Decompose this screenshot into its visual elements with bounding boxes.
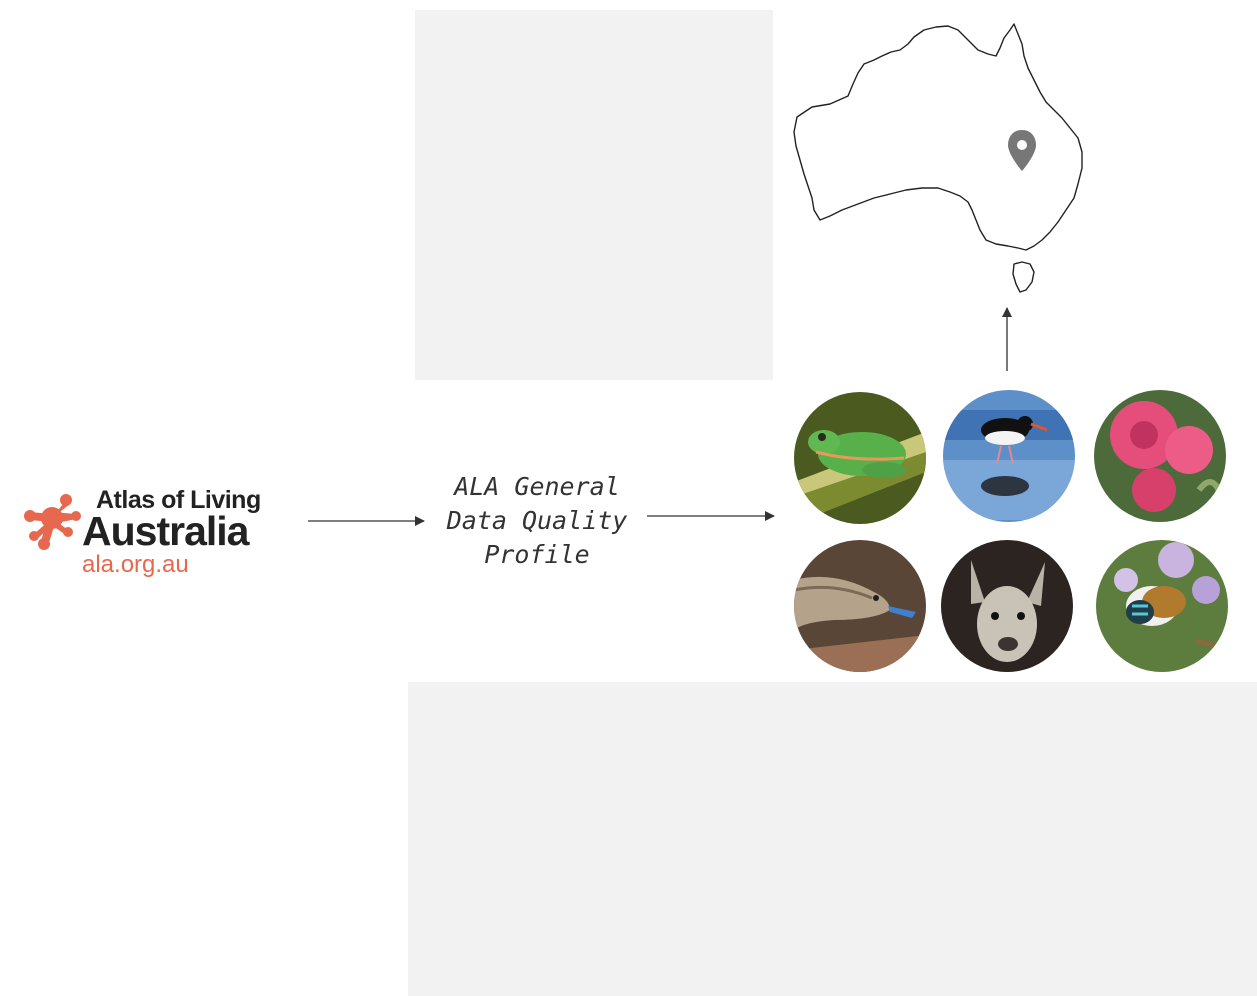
profile-label-line-2: Data Quality xyxy=(446,506,628,535)
top-panel xyxy=(415,10,773,380)
blue-banded-bee-photo xyxy=(1096,540,1228,672)
tasmania-outline-icon xyxy=(1012,261,1035,293)
ala-logo-mark-icon xyxy=(24,494,81,550)
logo-line-australia: Australia xyxy=(82,508,249,554)
profile-label-line-3: Profile xyxy=(484,540,590,569)
data-quality-profile-label: ALA General Data Quality Profile xyxy=(432,470,642,572)
bottom-panel xyxy=(408,682,1257,996)
location-pin-icon xyxy=(1008,130,1036,171)
ala-logo: Atlas of Living Australia ala.org.au xyxy=(22,484,282,584)
australia-outline-icon xyxy=(793,23,1083,251)
oystercatcher-photo xyxy=(943,390,1075,522)
frog-photo xyxy=(794,392,926,524)
blue-tongue-lizard-photo xyxy=(794,540,926,672)
kangaroo-photo xyxy=(941,540,1073,672)
eucalyptus-flower-photo xyxy=(1094,390,1226,522)
logo-line-atlas-of-living: Atlas of Living xyxy=(96,486,261,514)
profile-label-line-1: ALA General xyxy=(454,472,620,501)
logo-url: ala.org.au xyxy=(82,551,189,578)
